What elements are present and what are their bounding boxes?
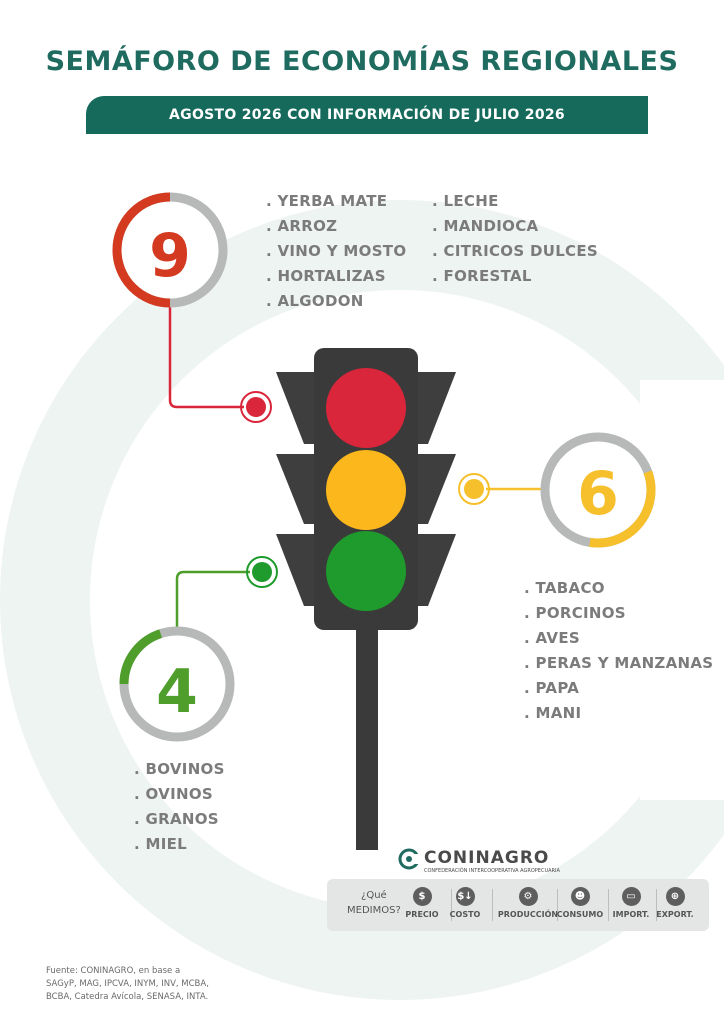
consumer-icon: ☻ [570,887,590,906]
list-item: . FORESTAL [432,267,532,285]
list-item: . VINO Y MOSTO [266,242,407,260]
yellow-count: 6 [577,459,619,529]
list-item: . PORCINOS [524,604,626,622]
container-icon: ▭ [621,887,641,906]
list-item: . HORTALIZAS [266,267,386,285]
red-list-col1: . YERBA MATE . ARROZ . VINO Y MOSTO . HO… [266,189,406,314]
measure-import: ▭ IMPORT. [603,887,659,919]
green-connector [175,570,250,630]
list-item: . OVINOS [134,785,213,803]
red-list-col2: . LECHE . MANDIOCA . CITRICOS DULCES . F… [432,189,598,289]
green-list: . BOVINOS . OVINOS . GRANOS . MIEL [134,757,225,857]
red-connector-dot [246,397,266,417]
ring-arc [589,470,656,548]
measures-question: ¿Qué MEDIMOS? [347,890,401,916]
red-count-ring [112,192,228,308]
list-item: . AVES [524,629,580,647]
list-item: . MIEL [134,835,188,853]
coninagro-logo: CONINAGRO CONFEDERACIÓN INTERCOOPERATIVA… [398,848,560,874]
green-count-ring [119,626,235,742]
measure-precio: $ PRECIO [394,887,450,919]
visors-right [416,372,456,606]
red-count: 9 [149,221,191,291]
ring-arc [112,192,171,308]
measure-export: ⊕ EXPORT. [647,887,703,919]
list-item: . MANDIOCA [432,217,539,235]
yellow-connector-dot [464,479,484,499]
dollar-icon: $ [412,887,432,906]
ring-arc [119,629,163,685]
green-count: 4 [156,657,198,727]
measure-produccion: ⚙ PRODUCCIÓN [493,887,563,919]
red-light [326,368,406,448]
cost-icon: $↓ [455,887,475,906]
red-connector [168,306,244,409]
coninagro-logo-icon [398,848,420,870]
list-item: . MANI [524,704,582,722]
source-note: Fuente: CONINAGRO, en base a SAGyP, MAG,… [46,966,209,1002]
green-connector-dot [252,562,272,582]
logo-name: CONINAGRO [424,848,550,868]
list-item: . TABACO [524,579,605,597]
list-item: . ARROZ [266,217,338,235]
yellow-count-ring [540,432,656,548]
globe-icon: ⊕ [665,887,685,906]
list-item: . ALGODON [266,292,364,310]
yellow-list: . TABACO . PORCINOS . AVES . PERAS Y MAN… [524,576,713,726]
measure-costo: $↓ COSTO [437,887,493,919]
list-item: . CITRICOS DULCES [432,242,599,260]
list-item: . LECHE [432,192,499,210]
list-item: . GRANOS [134,810,219,828]
list-item: . YERBA MATE [266,192,388,210]
gear-icon: ⚙ [518,887,538,906]
list-item: . BOVINOS [134,760,225,778]
list-item: . PERAS Y MANZANAS [524,654,714,672]
visors-left [276,372,316,606]
list-item: . PAPA [524,679,580,697]
date-banner: AGOSTO 2026 CON INFORMACIÓN DE JULIO 202… [86,96,648,134]
page-title: SEMÁFORO DE ECONOMÍAS REGIONALES [45,46,679,77]
traffic-light-pole [356,628,378,850]
yellow-light [326,450,406,530]
green-light [326,531,406,611]
logo-tagline: CONFEDERACIÓN INTERCOOPERATIVA AGROPECUA… [424,868,560,874]
measure-consumo: ☻ CONSUMO [552,887,608,919]
measures-panel: ¿Qué MEDIMOS? $ PRECIO $↓ COSTO ⚙ PRODUC… [327,879,709,931]
